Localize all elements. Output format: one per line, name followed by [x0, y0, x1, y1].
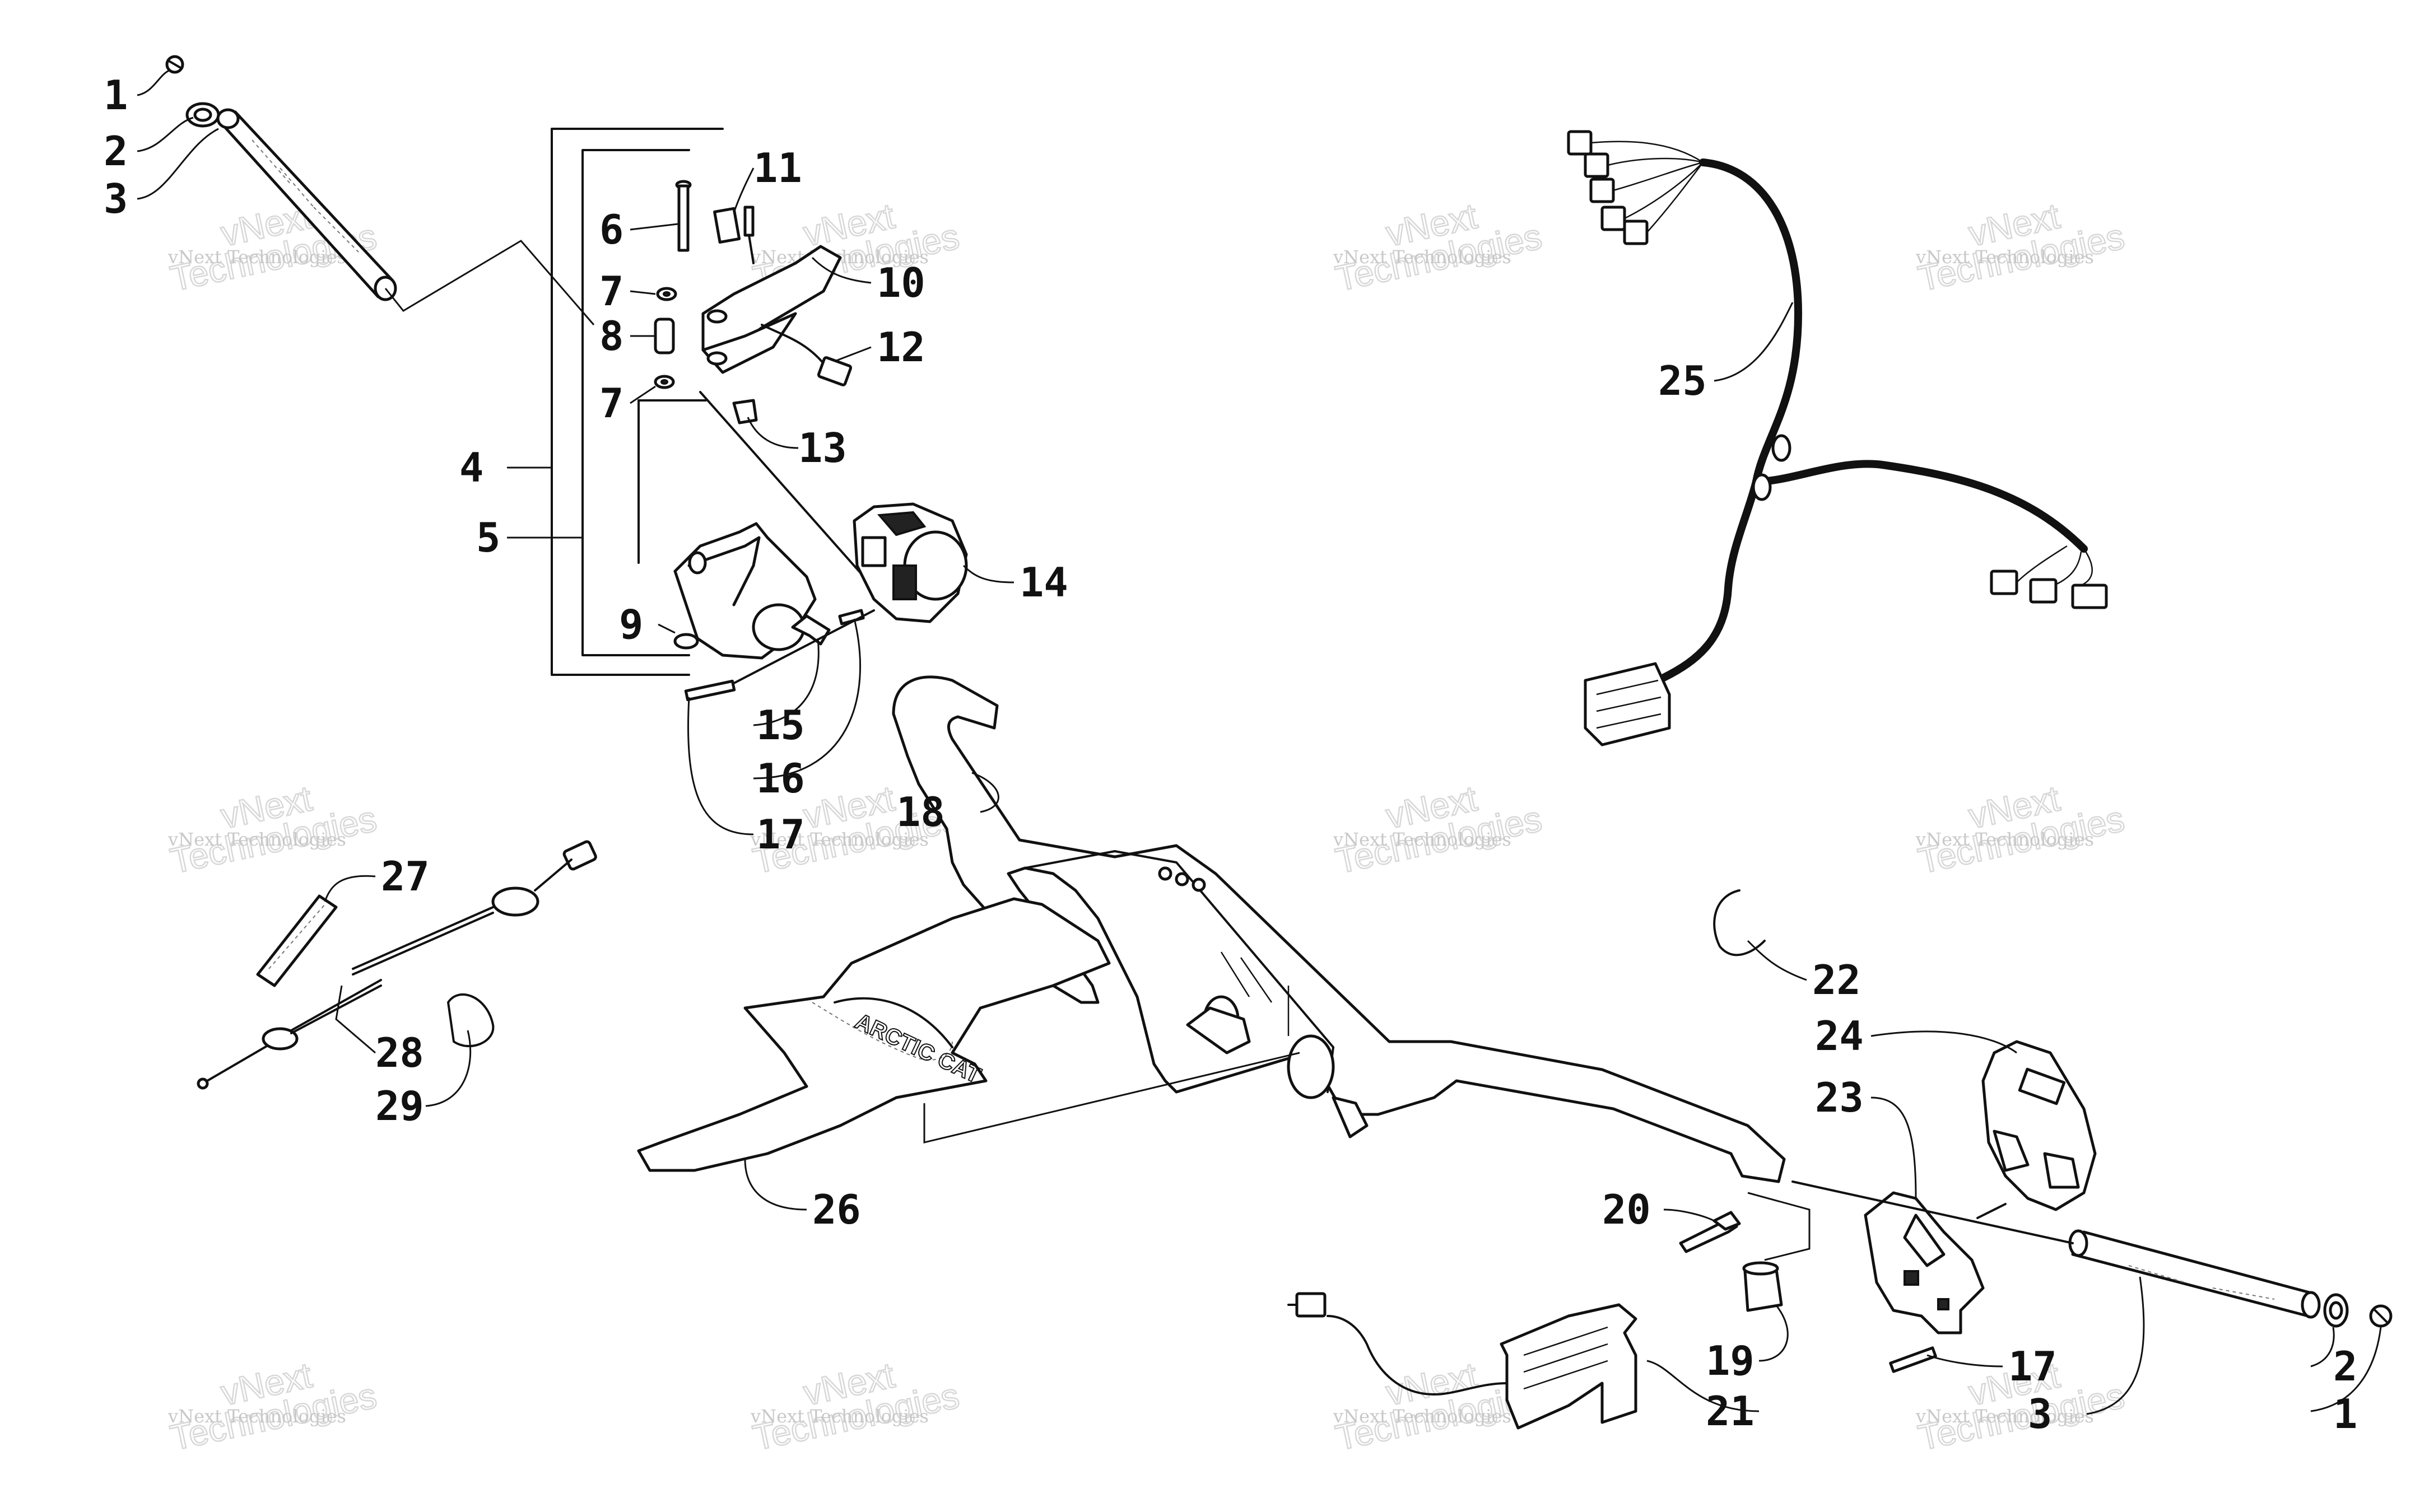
wire-harness-25 — [1567, 130, 2108, 746]
upper-hardware — [637, 180, 853, 564]
callout-8: 8 — [599, 312, 623, 360]
callout-14: 14 — [1020, 559, 1068, 606]
callout-23: 23 — [1815, 1074, 1864, 1121]
callout-3: 3 — [104, 175, 128, 222]
callout-16: 16 — [756, 755, 805, 802]
left-grip-assembly — [165, 55, 595, 325]
watermark-small: vNext Technologies — [1333, 1406, 1511, 1427]
callout-1: 1 — [104, 72, 128, 119]
callout-28: 28 — [375, 1029, 424, 1076]
callout-4: 4 — [459, 444, 483, 491]
callout-15: 15 — [756, 702, 805, 749]
callout-12: 12 — [877, 324, 925, 371]
right-side-assembly — [1287, 889, 2393, 1430]
callout-18: 18 — [896, 788, 945, 836]
callout-11: 11 — [753, 144, 802, 192]
callout-24: 24 — [1815, 1012, 1864, 1060]
callout-20: 20 — [1602, 1186, 1651, 1233]
watermark-small: vNext Technologies — [1333, 829, 1511, 850]
callout-2: 2 — [2333, 1343, 2357, 1390]
callout-27: 27 — [381, 853, 430, 900]
throttle-cable-assembly — [197, 840, 597, 1090]
callout-13: 13 — [798, 424, 847, 472]
watermark-small: vNext Technologies — [750, 1406, 929, 1427]
watermark-small: vNext Technologies — [1915, 246, 2094, 268]
callout-2: 2 — [104, 128, 128, 175]
callout-labels: 1 2 3 4 5 6 7 8 7 9 10 11 12 13 14 15 16… — [104, 72, 2357, 1438]
watermark-small: vNext Technologies — [1915, 829, 2094, 850]
callout-29: 29 — [375, 1082, 424, 1130]
callout-7: 7 — [599, 380, 623, 427]
callout-17: 17 — [2008, 1343, 2057, 1390]
left-switch-housing — [673, 391, 875, 702]
callout-19: 19 — [1706, 1337, 1755, 1384]
callout-9: 9 — [619, 601, 643, 648]
leader-lines — [137, 69, 2382, 1415]
callout-1: 1 — [2333, 1390, 2357, 1438]
callout-10: 10 — [877, 259, 925, 306]
callout-25: 25 — [1658, 357, 1707, 404]
watermark-small: vNext Technologies — [1915, 1406, 2094, 1427]
callout-7: 7 — [599, 268, 623, 315]
callout-5: 5 — [476, 514, 500, 561]
callout-26: 26 — [812, 1186, 861, 1233]
callout-6: 6 — [599, 206, 623, 253]
callout-3: 3 — [2028, 1390, 2052, 1438]
handlebar-18 — [892, 675, 1786, 1183]
bracket-frame-4 — [551, 128, 724, 676]
watermark-small: vNext Technologies — [167, 1406, 346, 1427]
callout-22: 22 — [1812, 956, 1861, 1004]
watermark-small: vNext Technologies — [167, 829, 346, 850]
bracket-frame-5 — [581, 149, 690, 656]
watermark-small: vNext Technologies — [750, 829, 929, 850]
throttle-switch-14 — [853, 502, 968, 623]
watermark-small: vNext Technologies — [1333, 246, 1511, 268]
callout-21: 21 — [1706, 1388, 1755, 1435]
watermark-small: vNext Technologies — [167, 246, 346, 268]
callout-17: 17 — [756, 811, 805, 858]
